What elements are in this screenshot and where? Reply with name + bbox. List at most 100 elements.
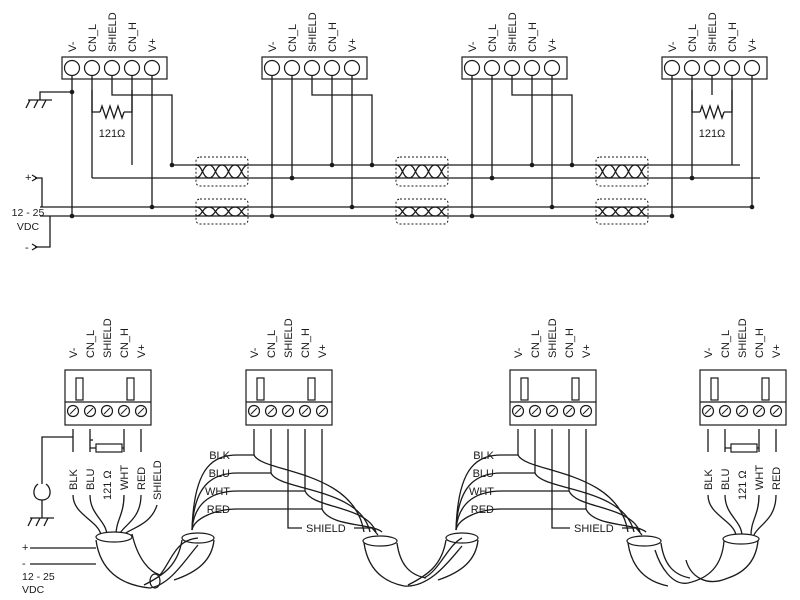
twisted-wire (595, 164, 649, 179)
wire-blu (89, 494, 108, 536)
terminal-screw (103, 59, 121, 77)
wire-label-shield: SHIELD (306, 523, 346, 535)
wire-label-blu: BLU (720, 469, 732, 490)
supply-plus-label: + (22, 542, 28, 554)
wire-run-left (191, 487, 306, 531)
pin-label-v-minus: V- (68, 347, 80, 358)
wire-shield (354, 527, 379, 536)
terminal-screw (63, 59, 81, 77)
supply-minus-wire (35, 216, 51, 248)
pin-label-shield: SHIELD (507, 12, 519, 52)
wire-blk (707, 494, 737, 536)
cable-sheath (687, 540, 725, 584)
spade-terminal-icon (33, 483, 51, 501)
connector-key (710, 377, 719, 401)
wire-red (118, 494, 142, 536)
cable-sheath (660, 542, 691, 579)
wire-run-right (585, 508, 647, 533)
shield-wrap (195, 156, 249, 187)
resistor-body (730, 443, 758, 453)
connector-key (75, 377, 84, 401)
terminal-screw (143, 59, 161, 77)
ground-icon (41, 99, 47, 109)
pin-label-cn-l: CN_L (720, 330, 732, 358)
pin-label-v-plus: V+ (347, 38, 359, 52)
pin-label-v-minus: V- (513, 347, 525, 358)
wire-label-blu: BLU (85, 469, 97, 490)
junction-dot (549, 204, 555, 210)
cable-sheath (727, 540, 759, 579)
pin-label-v-plus: V+ (136, 344, 148, 358)
twisted-wire (395, 206, 449, 217)
cable-sheath (407, 539, 447, 586)
wire-label-shield: SHIELD (574, 523, 614, 535)
screw-slot (738, 407, 746, 415)
wire-label-red: RED (136, 467, 148, 490)
terminal-screw (323, 59, 341, 77)
junction-dot (289, 175, 295, 181)
resistor-lead (91, 90, 100, 113)
pin-label-v-plus: V+ (581, 344, 593, 358)
junction-dot (369, 162, 375, 168)
supply-minus-label: - (25, 242, 29, 254)
pin-label-v-plus: V+ (747, 38, 759, 52)
resistor-lead (724, 90, 733, 113)
pin-label-cn-h: CN_H (300, 328, 312, 358)
screw-slot (531, 407, 539, 415)
screw-slot (137, 407, 145, 415)
terminal-screw (303, 59, 321, 77)
connector-key (520, 377, 529, 401)
wire-run-left (455, 451, 519, 531)
pin-label-cn-l: CN_L (530, 330, 542, 358)
ground-icon (25, 99, 31, 109)
twisted-wire (595, 206, 649, 217)
wire-red (753, 494, 777, 536)
wire-label-resistor: 121 Ω (737, 470, 749, 500)
junction-dot (169, 162, 175, 168)
pin-label-cn-l: CN_L (287, 24, 299, 52)
ground-icon (35, 517, 41, 527)
pin-label-v-plus: V+ (317, 344, 329, 358)
twisted-wire (595, 206, 649, 217)
wire-shield (122, 504, 158, 536)
screw-slot (772, 407, 780, 415)
terminal-screw (683, 59, 701, 77)
screw-slot (301, 407, 309, 415)
pin-label-shield: SHIELD (102, 318, 114, 358)
wire-wht (750, 494, 760, 536)
junction-dot (749, 204, 755, 210)
pin-label-v-minus: V- (467, 41, 479, 52)
resistor-label: 121Ω (99, 128, 126, 140)
resistor-body (95, 443, 123, 453)
wire-run-left (191, 451, 255, 531)
pin-label-cn-l: CN_L (266, 330, 278, 358)
pin-label-v-plus: V+ (147, 38, 159, 52)
cable-sheath (173, 539, 215, 581)
terminal-screw (463, 59, 481, 77)
wire-label-red: RED (471, 504, 494, 516)
cable-loop (685, 559, 729, 583)
cable-end-cap (362, 535, 398, 547)
screw-slot (582, 407, 590, 415)
wire-run-left (455, 505, 587, 531)
junction-dot (469, 213, 475, 219)
pin-label-shield: SHIELD (107, 12, 119, 52)
wire-run-right (517, 454, 629, 533)
resistor-lead (124, 90, 133, 113)
junction-dot (529, 162, 535, 168)
connector-key (256, 377, 265, 401)
supply-unit-label: VDC (22, 584, 45, 596)
terminal-screw (483, 59, 501, 77)
cable-sheath (131, 533, 161, 576)
pin-label-shield: SHIELD (547, 318, 559, 358)
cable-sheath (143, 539, 183, 586)
terminal-screw (123, 59, 141, 77)
pin-label-v-plus: V+ (547, 38, 559, 52)
twisted-wire (195, 164, 249, 179)
wire-label-wht: WHT (205, 486, 230, 498)
wire-shield (287, 520, 302, 529)
screw-slot (120, 407, 128, 415)
terminal-screw (703, 59, 721, 77)
twisted-wire (595, 164, 649, 179)
supply-plus-wire (35, 177, 43, 207)
